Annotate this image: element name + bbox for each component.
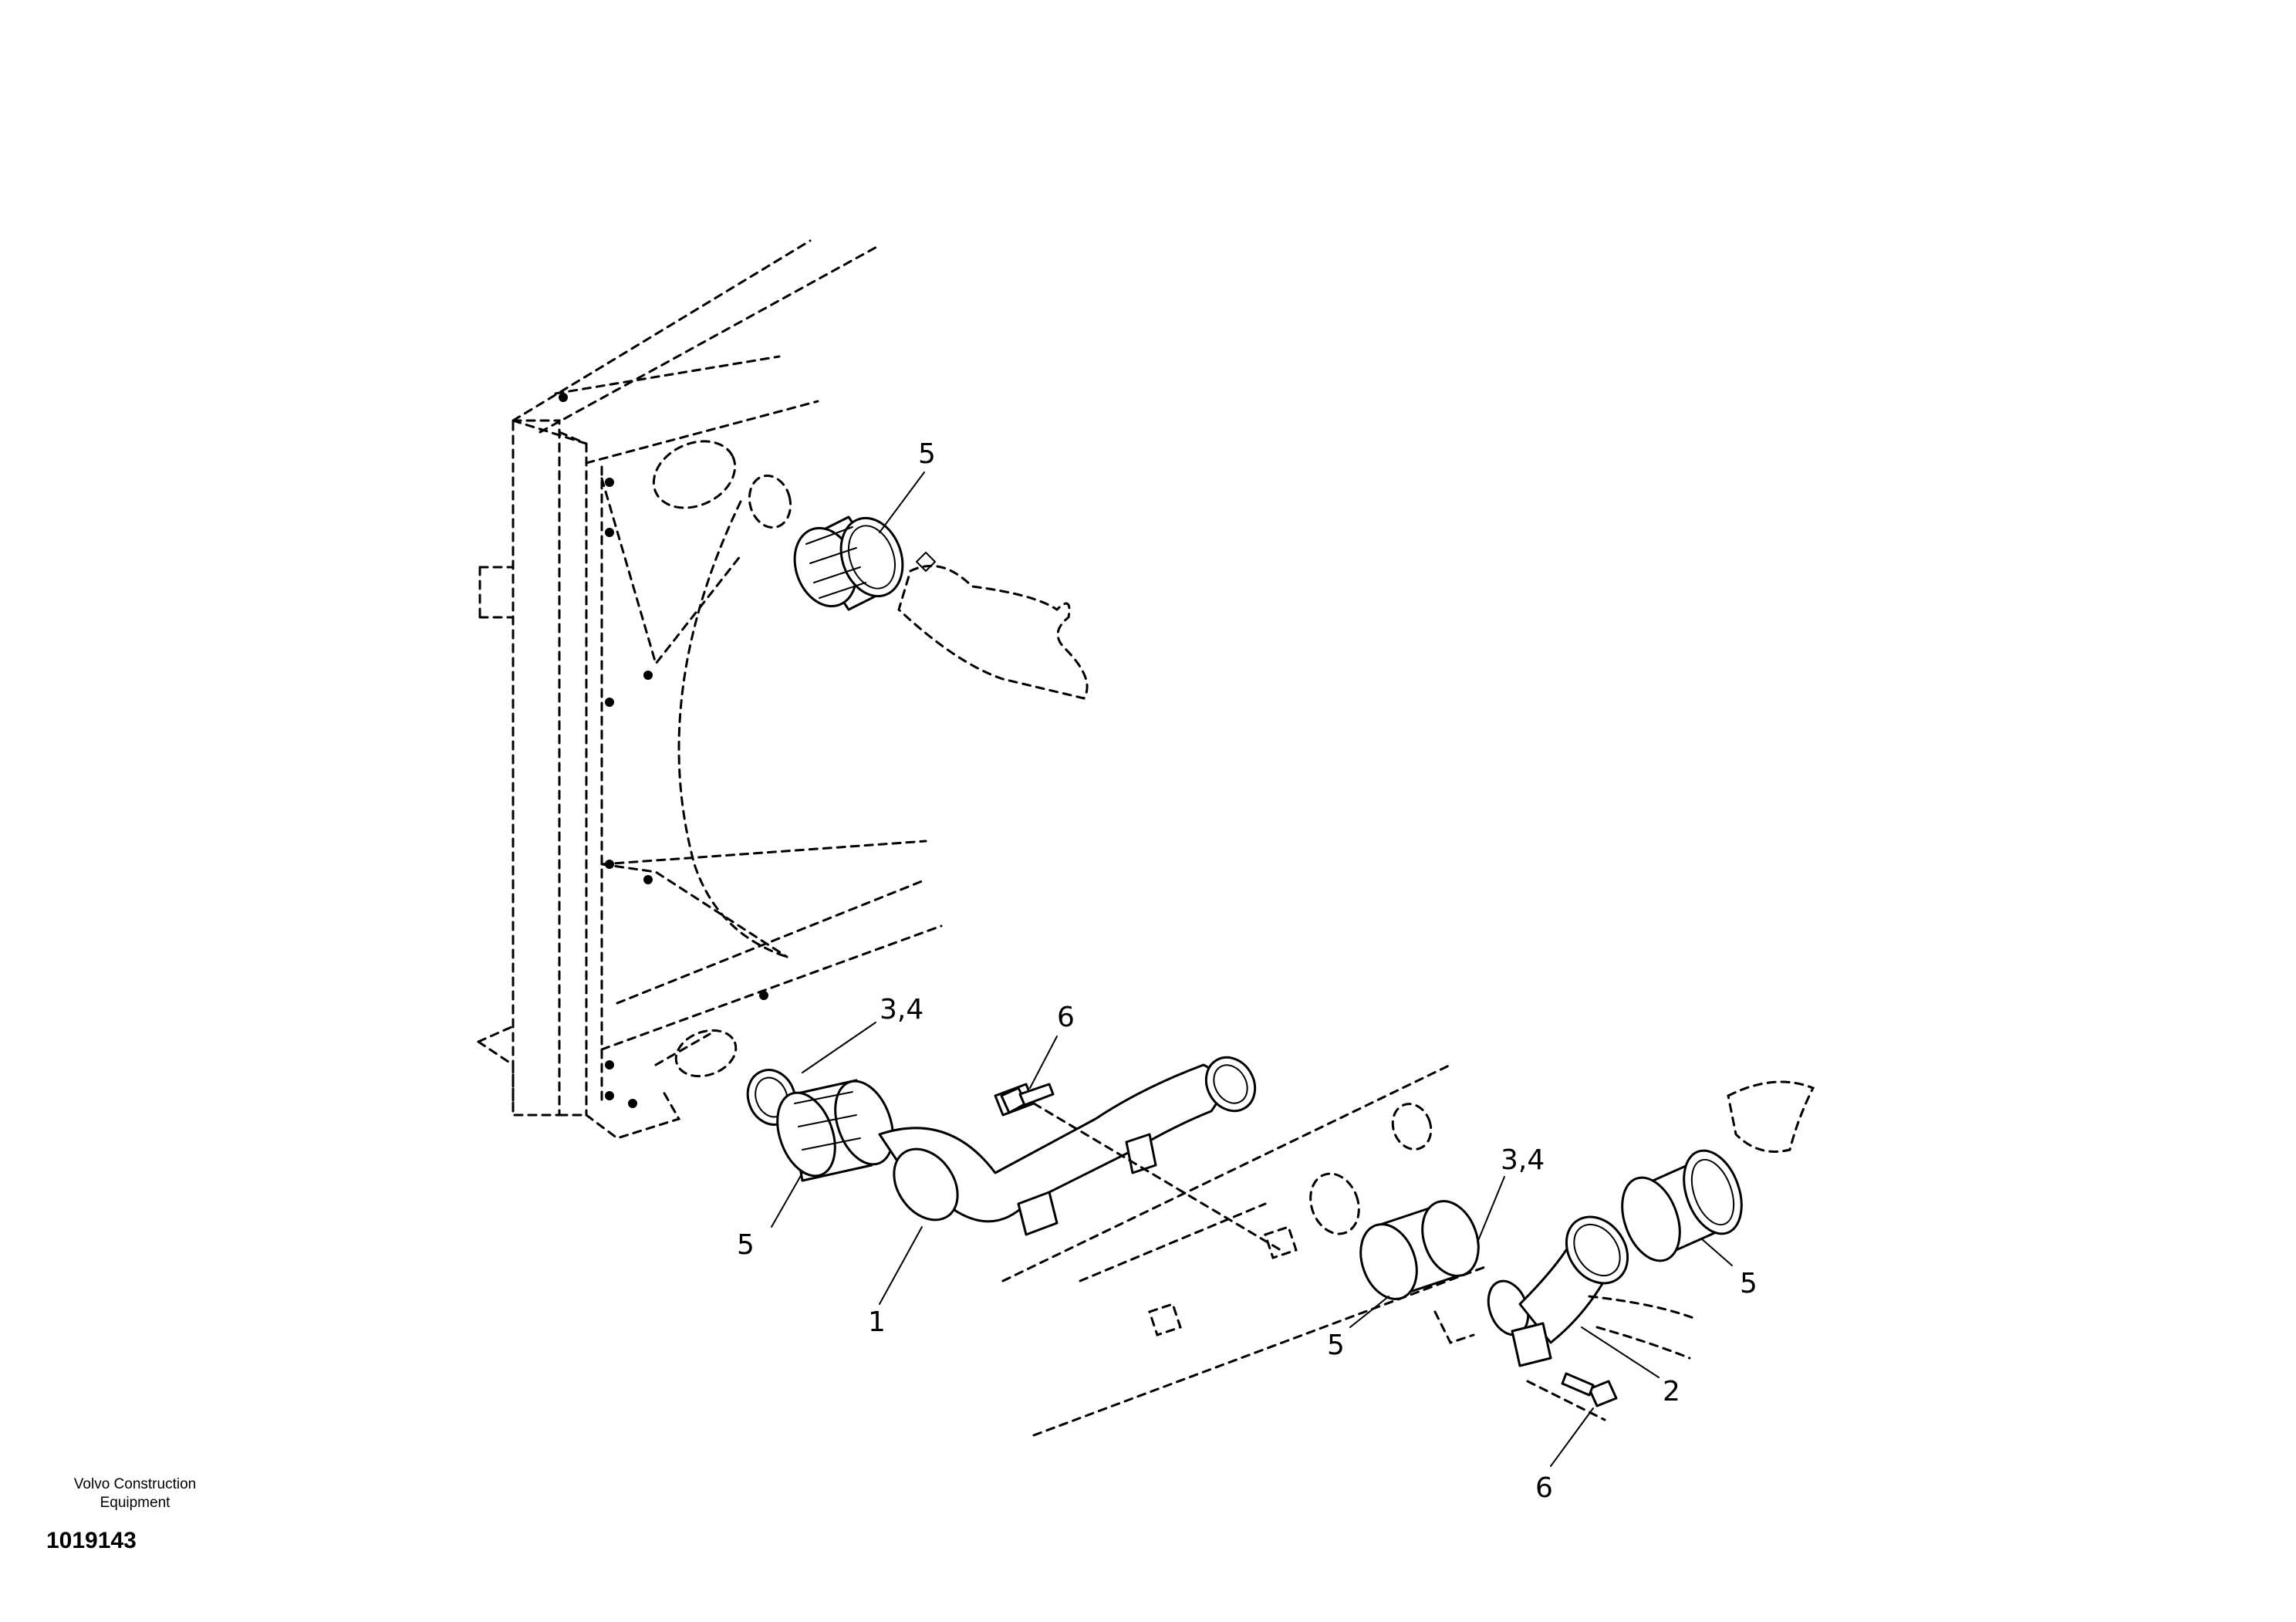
manufacturer-label: Volvo Construction Equipment: [73, 1476, 197, 1511]
footer: Volvo Construction Equipment 1019143: [46, 1475, 224, 1554]
callout-3-4-left: 3,4: [880, 994, 923, 1026]
callout-1: 1: [868, 1306, 886, 1338]
pipe-1-assembly: [746, 1056, 1298, 1259]
callout-5-right: 5: [1740, 1268, 1757, 1299]
bolt-bottom: [1561, 1372, 1618, 1407]
callout-5-left: 5: [737, 1229, 755, 1261]
pipe-2-assembly: [1001, 1063, 1815, 1437]
callout-6-top: 6: [1057, 1002, 1075, 1033]
upper-hose-assembly: [748, 474, 1089, 700]
bolt-top: [1000, 1083, 1055, 1114]
document-number: 1019143: [46, 1528, 137, 1553]
radiator-frame: [477, 239, 943, 1140]
callout-5-mid: 5: [1327, 1330, 1345, 1361]
leader-lines: [771, 471, 1733, 1467]
callout-2: 2: [1663, 1376, 1680, 1407]
callout-6-bottom: 6: [1535, 1472, 1553, 1504]
callout-top-5: 5: [918, 438, 936, 470]
callout-3-4-right: 3,4: [1501, 1144, 1545, 1176]
